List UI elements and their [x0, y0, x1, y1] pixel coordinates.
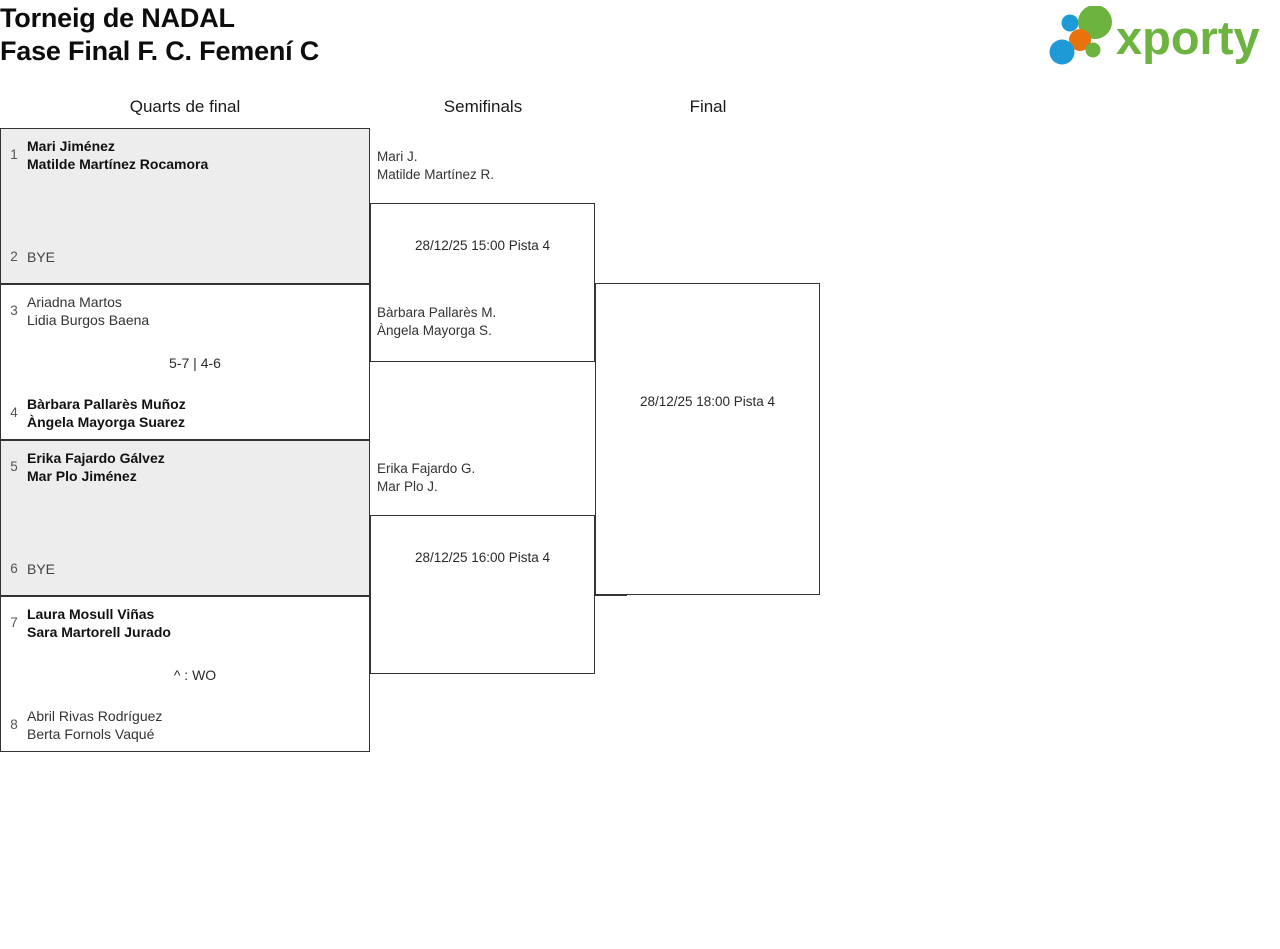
- seed-number: 8: [10, 717, 18, 732]
- page-title: Torneig de NADAL Fase Final F. C. Femení…: [0, 3, 320, 66]
- match-slot-top[interactable]: 7 Laura Mosull Viñas Sara Martorell Jura…: [1, 601, 369, 645]
- player-names: BYE: [27, 249, 56, 265]
- semifinal-1-top-entrant: Mari J. Matilde Martínez R.: [377, 149, 495, 182]
- semifinal-2-schedule: 28/12/25 16:00 Pista 4: [414, 550, 551, 565]
- match-slot-top[interactable]: 3 Ariadna Martos Lidia Burgos Baena: [1, 289, 369, 333]
- seed-number: 5: [10, 459, 18, 474]
- round-heading-quarterfinals: Quarts de final: [129, 97, 241, 116]
- player-names: Mari Jiménez Matilde Martínez Rocamora: [27, 138, 209, 172]
- semifinal-2-top-entrant: Erika Fajardo G. Mar Plo J.: [377, 461, 476, 494]
- quarterfinal-match-1[interactable]: 1 Mari Jiménez Matilde Martínez Rocamora…: [0, 128, 370, 284]
- page-header: Torneig de NADAL Fase Final F. C. Femení…: [0, 0, 1280, 92]
- final-schedule: 28/12/25 18:00 Pista 4: [639, 394, 776, 409]
- seed-number: 6: [10, 561, 18, 576]
- match-slot-bottom[interactable]: 4 Bàrbara Pallarès Muñoz Àngela Mayorga …: [1, 391, 369, 435]
- player-names: Abril Rivas Rodríguez Berta Fornols Vaqu…: [27, 708, 163, 742]
- semifinal-2-connector: [595, 595, 627, 596]
- player-names: BYE: [27, 561, 56, 577]
- seed-number: 4: [10, 405, 18, 420]
- match-slot-bottom[interactable]: 8 Abril Rivas Rodríguez Berta Fornols Va…: [1, 703, 369, 747]
- match-score: 5-7 | 4-6: [169, 355, 221, 371]
- xporty-logo: xporty: [1048, 6, 1274, 68]
- semifinal-match-2-frame[interactable]: [370, 515, 595, 674]
- player-names: Bàrbara Pallarès Muñoz Àngela Mayorga Su…: [27, 396, 186, 430]
- final-match-frame[interactable]: [595, 283, 820, 595]
- semifinal-1-connector: [595, 283, 627, 284]
- semifinal-1-bottom-entrant: Bàrbara Pallarès M. Àngela Mayorga S.: [377, 305, 497, 338]
- semifinal-1-schedule: 28/12/25 15:00 Pista 4: [414, 238, 551, 253]
- seed-number: 3: [10, 303, 18, 318]
- seed-number: 7: [10, 615, 18, 630]
- svg-text:xporty: xporty: [1116, 11, 1260, 64]
- match-slot-top[interactable]: 1 Mari Jiménez Matilde Martínez Rocamora: [1, 133, 369, 177]
- match-slot-top[interactable]: 5 Erika Fajardo Gálvez Mar Plo Jiménez: [1, 445, 369, 489]
- match-slot-bottom[interactable]: 6 BYE: [1, 547, 369, 591]
- player-names: Ariadna Martos Lidia Burgos Baena: [27, 294, 150, 328]
- round-heading-final: Final: [689, 97, 727, 116]
- quarterfinal-match-3[interactable]: 5 Erika Fajardo Gálvez Mar Plo Jiménez 6…: [0, 440, 370, 596]
- seed-number: 1: [10, 147, 18, 162]
- player-names: Laura Mosull Viñas Sara Martorell Jurado: [27, 606, 171, 640]
- quarterfinal-match-4[interactable]: 7 Laura Mosull Viñas Sara Martorell Jura…: [0, 596, 370, 752]
- match-slot-bottom[interactable]: 2 BYE: [1, 235, 369, 279]
- quarterfinal-match-2[interactable]: 3 Ariadna Martos Lidia Burgos Baena 5-7 …: [0, 284, 370, 440]
- round-heading-semifinals: Semifinals: [443, 97, 523, 116]
- match-score: ^ : WO: [173, 667, 217, 683]
- seed-number: 2: [10, 249, 18, 264]
- player-names: Erika Fajardo Gálvez Mar Plo Jiménez: [27, 450, 165, 484]
